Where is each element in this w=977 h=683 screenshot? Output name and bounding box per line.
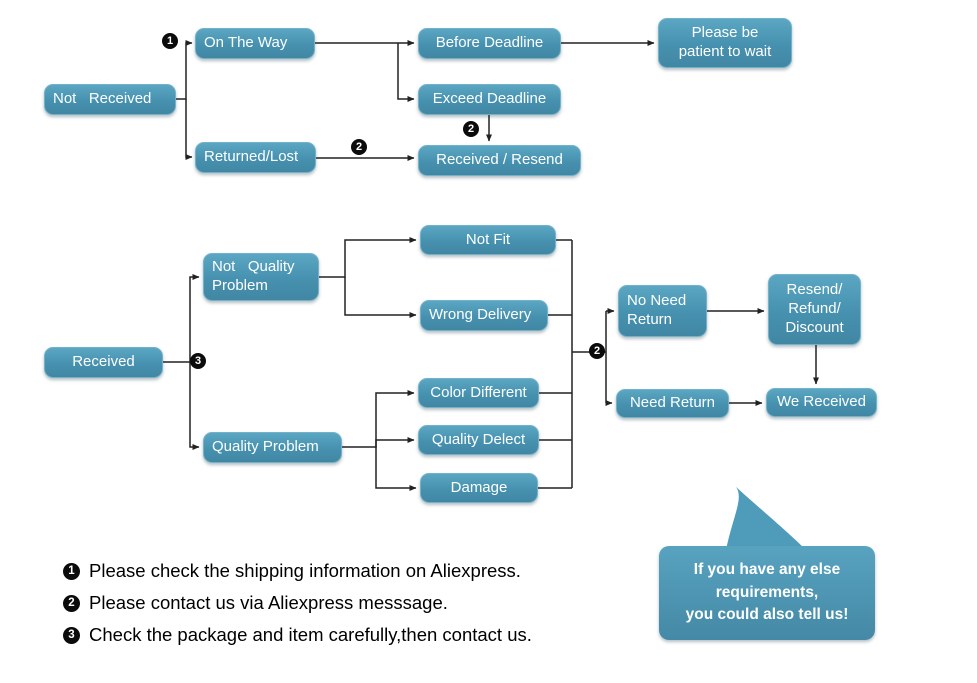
- legend-1-badge: 1: [63, 562, 80, 580]
- step-2-badge-exceed: 2: [463, 121, 479, 137]
- legend: 1 Please check the shipping information …: [63, 560, 532, 646]
- legend-3-badge: 3: [63, 626, 80, 644]
- step-2-badge-return-split: 2: [589, 343, 605, 359]
- node-before-deadline: Before Deadline: [418, 28, 561, 59]
- node-resend-refund-discount: Resend/ Refund/ Discount: [768, 274, 861, 345]
- node-not-fit: Not Fit: [420, 225, 556, 255]
- legend-2-badge: 2: [63, 594, 80, 612]
- legend-1-text: Please check the shipping information on…: [89, 560, 521, 581]
- legend-item-2: 2 Please contact us via Aliexpress messs…: [63, 592, 532, 614]
- node-no-need-return: No Need Return: [618, 285, 707, 337]
- edge-qp-damage: [375, 447, 417, 491]
- node-not-received: Not Received: [44, 84, 176, 115]
- step-2-badge-returnedlost: 2: [351, 139, 367, 155]
- node-on-the-way: On The Way: [195, 28, 315, 59]
- node-received-resend: Received / Resend: [418, 145, 581, 176]
- step-1-badge-ontheway: 1: [162, 33, 178, 49]
- edge-ontheway-exceeddeadline: [397, 43, 415, 102]
- node-quality-problem: Quality Problem: [203, 432, 342, 463]
- legend-item-3: 3 Check the package and item carefully,t…: [63, 624, 532, 646]
- node-not-quality-problem: Not Quality Problem: [203, 253, 319, 301]
- edge-nqp-wrongdelivery: [344, 277, 417, 318]
- edge-qp-qualitydelect: [375, 437, 415, 447]
- node-color-different: Color Different: [418, 378, 539, 408]
- node-we-received: We Received: [766, 388, 877, 417]
- node-returned-lost: Returned/Lost: [195, 142, 316, 173]
- node-wrong-delivery: Wrong Delivery: [420, 300, 548, 331]
- callout-bubble: If you have any else requirements, you c…: [659, 546, 875, 640]
- legend-item-1: 1 Please check the shipping information …: [63, 560, 532, 582]
- node-exceed-deadline: Exceed Deadline: [418, 84, 561, 115]
- node-quality-delect: Quality Delect: [418, 425, 539, 455]
- node-please-wait: Please be patient to wait: [658, 18, 792, 68]
- edge-notreceived-split: [176, 40, 193, 100]
- node-need-return: Need Return: [616, 389, 729, 418]
- callout-tail: [726, 487, 806, 550]
- edge-qp-colordifferent: [342, 390, 415, 448]
- node-received: Received: [44, 347, 163, 378]
- edge-nqp-notfit: [319, 237, 417, 278]
- legend-3-text: Check the package and item carefully,the…: [89, 624, 532, 645]
- legend-2-text: Please contact us via Aliexpress messsag…: [89, 592, 448, 613]
- node-damage: Damage: [420, 473, 538, 503]
- step-3-badge-received: 3: [190, 353, 206, 369]
- edge-received-qualityproblem: [189, 362, 200, 450]
- edge-notreceived-returnedlost: [185, 99, 193, 160]
- edge-received-notqualityproblem: [163, 274, 200, 363]
